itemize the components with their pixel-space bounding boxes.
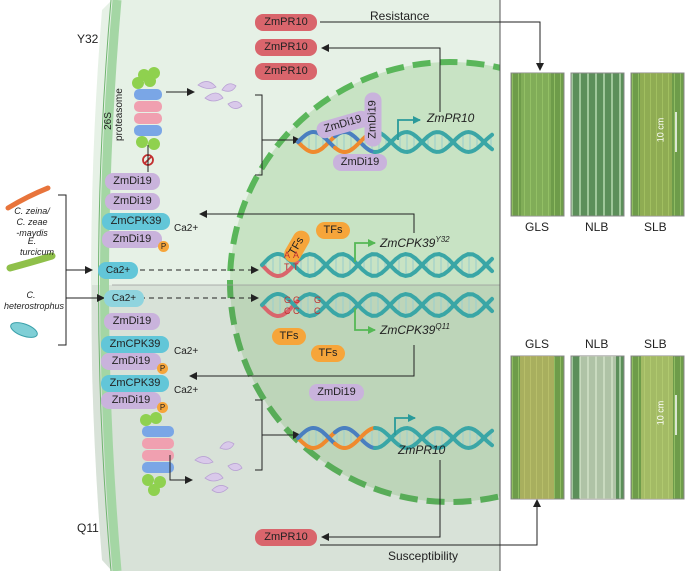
membrane-edge [98, 0, 112, 572]
cell-membrane [100, 0, 122, 572]
dna-letter: G [293, 295, 301, 305]
dna-strand [373, 129, 494, 154]
pathogen-label-c-zeina: C. zeina/ C. zeae -maydis [14, 206, 50, 238]
di19-phosphorylated: ZmDi19 [101, 392, 161, 409]
bracket-top [255, 94, 263, 176]
dna-strand [298, 291, 494, 319]
dna-strand [298, 251, 494, 279]
dna-letter: C [284, 306, 291, 316]
proteasome-bottom [140, 412, 174, 496]
dna-strand [260, 292, 302, 314]
di19-protein: ZmDi19 [105, 193, 160, 210]
dna-strand [333, 426, 377, 450]
disease-label-gls-top: GLS [525, 220, 550, 234]
pr10-protein: ZmPR10 [255, 63, 317, 80]
pr10-protein: ZmPR10 [255, 39, 317, 56]
degraded-peptides-top [197, 81, 243, 109]
dna-cpk39-q11 [260, 291, 494, 319]
scale-bar-label-top: 10 cm [655, 117, 666, 143]
pr10-protein-susceptibility: ZmPR10 [255, 529, 317, 546]
proteasome-top [132, 67, 162, 150]
c-zeina-spore [5, 185, 51, 211]
tss-cpk39-q11 [354, 308, 376, 334]
dna-letter: C [314, 306, 321, 316]
arrow-to-resistance [320, 21, 544, 71]
phospho-marker: P [157, 402, 168, 413]
dna-letter: A [284, 250, 291, 260]
dna-strand [333, 426, 377, 450]
tss-pr10-top [397, 116, 421, 140]
resistance-label: Resistance [370, 9, 430, 23]
arrow-pr10-expression-top [321, 44, 441, 112]
calcium-signal-y32: Ca2+ [98, 262, 138, 279]
dna-strand [373, 130, 494, 155]
dna-letter: A [293, 250, 300, 260]
disease-label-nlb-top: NLB [585, 220, 609, 234]
cpk39-y32-gene-label: ZmCPK39Y32 [380, 235, 450, 250]
pr10-protein-resistance: ZmPR10 [255, 14, 317, 31]
calcium-ion: Ca2+ [174, 346, 199, 357]
tss-pr10-bottom [394, 414, 416, 435]
pr10-gene-label-bottom: ZmPR10 [398, 443, 446, 457]
cpk39-protein: ZmCPK39 [101, 375, 169, 392]
dna-letter: T [284, 262, 290, 272]
di19-phosphorylated: ZmDi19 [101, 353, 161, 370]
di19-free: ZmDi19 [309, 384, 364, 401]
arrow-cpk39-expression-q11 [189, 345, 415, 380]
cpk39-protein: ZmCPK39 [101, 336, 169, 353]
c-heterostrophus-spore [10, 322, 38, 338]
dna-strand [298, 251, 494, 279]
pr10-gene-label-top: ZmPR10 [427, 111, 475, 125]
calcium-signal-q11: Ca2+ [104, 290, 144, 307]
disease-label-gls-bottom: GLS [525, 337, 550, 351]
dna-strand [260, 252, 302, 274]
dna-letter: T [293, 262, 299, 272]
genotype-q11-label: Q11 [77, 521, 99, 535]
disease-label-slb-bottom: SLB [644, 337, 667, 351]
genotype-y32-label: Y32 [77, 32, 99, 46]
scale-bar-label-bottom: 10 cm [655, 400, 666, 426]
dna-strand [296, 426, 337, 446]
tfs-protein: TFs [311, 345, 345, 362]
cpk39-protein: ZmCPK39 [102, 213, 170, 230]
degraded-peptides-bottom [194, 441, 243, 493]
di19-phosphorylated: ZmDi19 [102, 231, 162, 248]
pathogen-label-e-turcicum: E. turcicum [20, 236, 55, 257]
arrow-cpk39-expression-y32 [199, 210, 415, 233]
tfs-protein: TFs [272, 328, 306, 345]
di19-bound-promoter: ZmDi19 [333, 154, 387, 171]
di19-protein: ZmDi19 [104, 313, 160, 330]
cpk39-q11-gene-label: ZmCPK39Q11 [380, 322, 450, 337]
pathogen-bracket [58, 194, 67, 346]
leaf-photos-susceptible [510, 355, 685, 500]
arrow-to-degradation-bottom [169, 455, 193, 484]
di19-bound-promoter: ZmDi19 [364, 92, 382, 147]
proteasome-label: 26S proteasome [103, 88, 125, 141]
tss-cpk39-y32 [354, 239, 376, 262]
dna-letter: C [293, 306, 300, 316]
arrow-pr10-expression-bottom [321, 460, 441, 541]
dna-strand [373, 426, 494, 451]
pathogen-label-c-heterostrophus: C. heterostrophus [4, 290, 65, 311]
dna-strand [298, 291, 494, 319]
dna-letter: G [314, 295, 322, 305]
dna-cpk39-y32 [260, 251, 494, 279]
dna-letter: G [284, 295, 292, 305]
arrow-to-susceptibility [320, 499, 541, 546]
leaf-photos-resistant [510, 72, 685, 217]
tfs-protein: TFs [316, 222, 350, 239]
disease-label-nlb-bottom: NLB [585, 337, 609, 351]
phospho-marker: P [158, 241, 169, 252]
calcium-ion: Ca2+ [174, 223, 199, 234]
di19-protein: ZmDi19 [105, 173, 160, 190]
susceptibility-label: Susceptibility [388, 549, 459, 563]
e-turcicum-spore [6, 252, 56, 272]
nuclear-envelope [227, 59, 500, 505]
calcium-ion: Ca2+ [174, 385, 199, 396]
phospho-marker: P [157, 363, 168, 374]
disease-label-slb-top: SLB [644, 220, 667, 234]
